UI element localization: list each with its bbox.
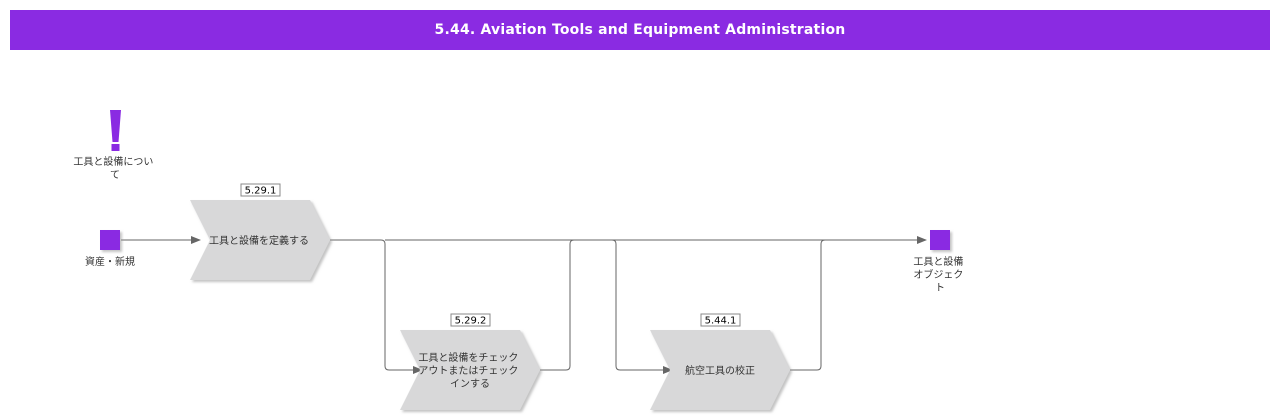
process-label: 工具と設備を定義する (209, 234, 309, 247)
connector-to-5-44-1 (611, 239, 673, 374)
process-id-tag: 5.29.2 (450, 313, 491, 327)
end-event-label-line: ト (935, 283, 945, 294)
start-event-label: 資産・新規 (85, 255, 135, 268)
connector-5-29-2-return (540, 239, 575, 371)
connector-5-44-1-return (790, 239, 826, 371)
process-label-line: アウトまたはチェック (418, 365, 518, 377)
svg-text:工具と設備につい て: 工具と設備につい て (73, 155, 156, 181)
end-event-label-line: 工具と設備 (913, 255, 963, 268)
process-5-44-1[interactable]: 5.44.1 航空工具の校正 (650, 313, 790, 410)
svg-text:工具と設備をチェック アウトまたはチェック: 工具と設備をチェック アウトまたはチェック インする (418, 351, 521, 390)
svg-text:工具と設備 オブジェク ト: 工具と設備 オブジェク ト (913, 255, 966, 294)
note-label-line: 工具と設備につい (73, 155, 153, 168)
start-event[interactable]: 資産・新規 (85, 230, 135, 268)
process-5-29-2[interactable]: 5.29.2 工具と設備をチェック アウトまたはチェック インする (400, 313, 540, 410)
connectors (121, 236, 927, 374)
process-label-line: 工具と設備をチェック (418, 351, 518, 364)
page-title: 5.44. Aviation Tools and Equipment Admin… (10, 10, 1270, 50)
end-event[interactable]: 工具と設備 オブジェク ト (913, 230, 966, 294)
note-annotation: 工具と設備につい て (73, 110, 156, 181)
process-label-line: インする (450, 378, 490, 390)
connector-5-29-1-to-5-29-2 (330, 239, 423, 374)
svg-text:5.29.1: 5.29.1 (245, 186, 277, 197)
svg-text:5.44.1: 5.44.1 (705, 316, 737, 327)
process-label: 航空工具の校正 (685, 364, 755, 377)
end-event-label-line: オブジェク (913, 268, 963, 281)
process-id-tag: 5.44.1 (700, 313, 741, 327)
process-id-tag: 5.29.1 (240, 183, 281, 197)
note-label-line: て (110, 170, 120, 181)
svg-text:5.29.2: 5.29.2 (455, 316, 487, 327)
process-5-29-1[interactable]: 5.29.1 工具と設備を定義する (190, 183, 330, 280)
exclamation-icon (110, 110, 121, 151)
